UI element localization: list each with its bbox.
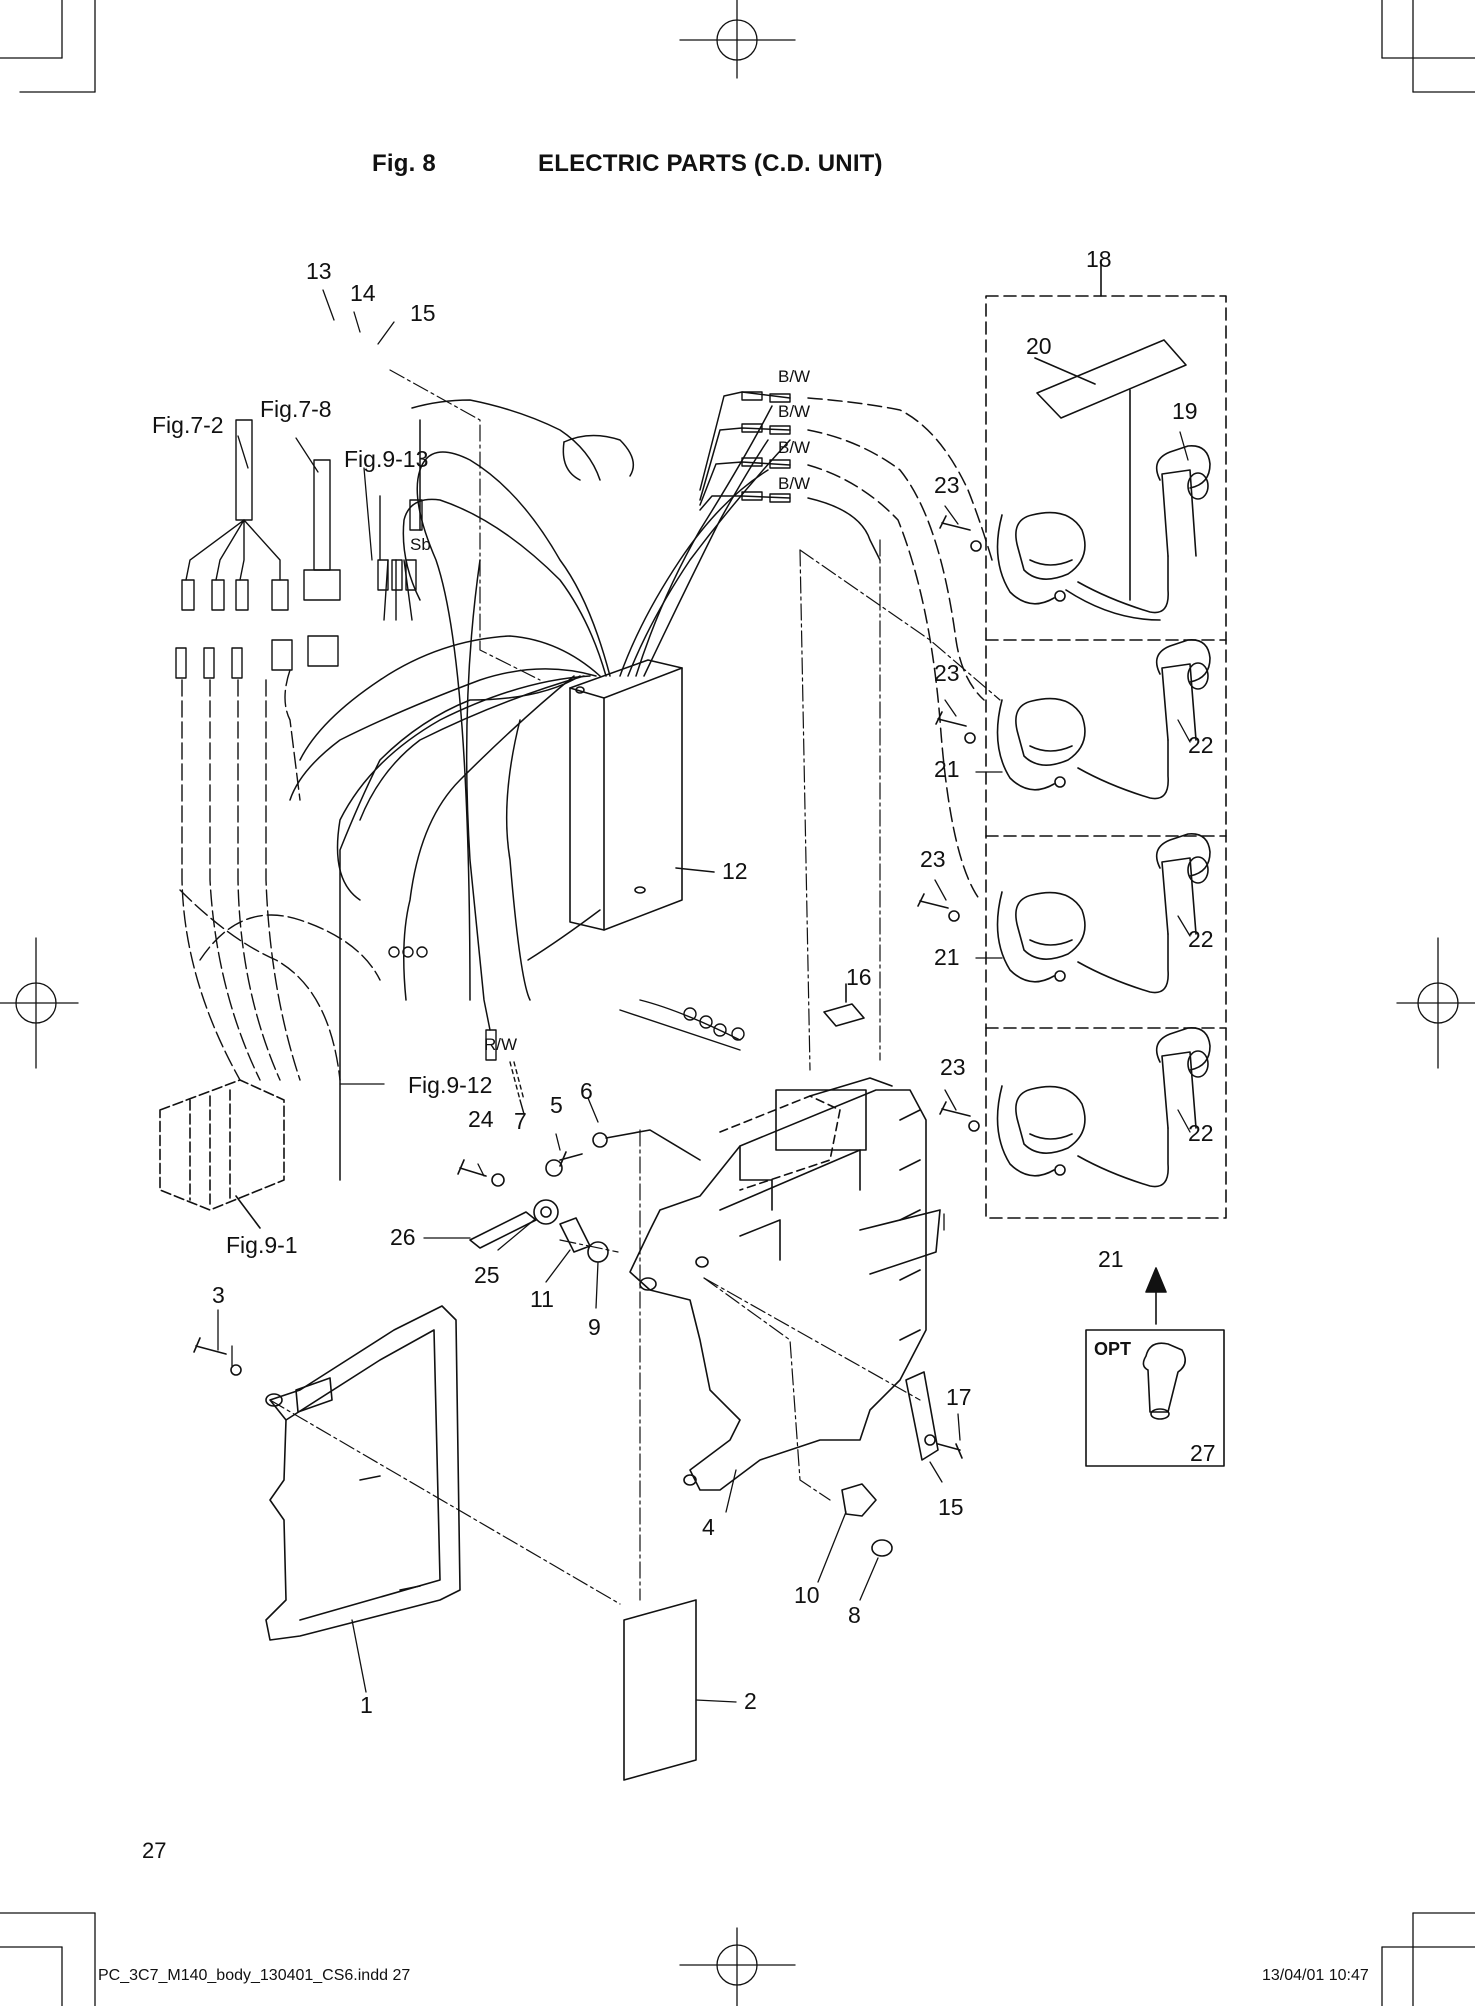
screws-lower — [193, 1337, 963, 1557]
wire-color-sb: Sb — [410, 535, 431, 554]
callout-11: 11 — [530, 1286, 554, 1312]
opt-label: OPT — [1094, 1339, 1132, 1359]
wire-harness — [289, 399, 791, 1181]
callout-21-c: 21 — [1098, 1246, 1124, 1272]
callout-9: 9 — [588, 1314, 601, 1340]
wire-color-bw-2: B/W — [778, 402, 811, 421]
left-connectors — [175, 419, 423, 679]
callout-22-c: 22 — [1188, 1120, 1214, 1146]
callout-21-b: 21 — [934, 944, 960, 970]
page-number: 27 — [142, 1838, 167, 1863]
bracket-4 — [629, 1077, 941, 1491]
spark-plug-cap-27 — [1142, 1342, 1186, 1420]
clip-16 — [823, 1003, 865, 1027]
callout-2: 2 — [744, 1688, 757, 1714]
callout-18: 18 — [1086, 246, 1112, 272]
leader-lines — [217, 289, 1191, 1703]
callout-15-b: 15 — [938, 1494, 964, 1520]
callout-27: 27 — [1190, 1440, 1216, 1466]
ignition-coil-3 — [996, 833, 1211, 994]
callout-5: 5 — [550, 1092, 563, 1118]
callout-13: 13 — [306, 258, 332, 284]
rectifier — [159, 1079, 285, 1211]
figure-number: Fig. 8 — [372, 150, 436, 177]
wire-color-bw-3: B/W — [778, 438, 811, 457]
assembly-lines — [269, 369, 1001, 1605]
callout-3: 3 — [212, 1282, 225, 1308]
callout-15: 15 — [410, 300, 436, 326]
figure-title: ELECTRIC PARTS (C.D. UNIT) — [538, 150, 883, 177]
left-harness-dashed — [179, 669, 381, 1081]
ignition-coil-1 — [996, 445, 1211, 621]
callout-14: 14 — [350, 280, 376, 306]
opt-box — [1085, 1329, 1225, 1467]
label-2 — [623, 1599, 697, 1781]
ignition-coil-4 — [996, 1027, 1211, 1188]
callout-17: 17 — [946, 1384, 972, 1410]
callout-4: 4 — [702, 1514, 715, 1540]
cd-unit-12 — [569, 659, 683, 931]
bw-connectors — [741, 391, 791, 503]
callout-22-b: 22 — [1188, 926, 1214, 952]
callout-22-a: 22 — [1188, 732, 1214, 758]
callout-16: 16 — [846, 964, 872, 990]
wire-color-rw: R/W — [484, 1035, 518, 1054]
callout-7: 7 — [514, 1108, 527, 1134]
small-parts — [457, 1129, 701, 1263]
wire-color-bw-4: B/W — [778, 474, 811, 493]
terminals — [388, 946, 745, 1115]
wire-color-bw-1: B/W — [778, 367, 811, 386]
callout-21-a: 21 — [934, 756, 960, 782]
ref-fig-7-2: Fig.7-2 — [152, 412, 224, 438]
callout-19: 19 — [1172, 398, 1198, 424]
callout-23-d: 23 — [940, 1054, 966, 1080]
cover-1 — [265, 1305, 461, 1641]
callout-1: 1 — [360, 1692, 373, 1718]
coil-screws — [917, 515, 982, 1132]
ref-fig-9-1: Fig.9-1 — [226, 1232, 298, 1258]
callout-23-a: 23 — [934, 472, 960, 498]
callout-12: 12 — [722, 858, 748, 884]
callout-25: 25 — [474, 1262, 500, 1288]
callout-20: 20 — [1026, 333, 1052, 359]
footer-file-slug: PC_3C7_M140_body_130401_CS6.indd 27 — [98, 1967, 411, 1984]
callout-8: 8 — [848, 1602, 861, 1628]
callout-23-c: 23 — [920, 846, 946, 872]
ref-fig-9-12: Fig.9-12 — [408, 1072, 493, 1098]
footer-date-slug: 13/04/01 10:47 — [1262, 1967, 1369, 1984]
ignition-coil-2 — [996, 639, 1211, 800]
callout-6: 6 — [580, 1078, 593, 1104]
callout-10: 10 — [794, 1582, 820, 1608]
ref-fig-7-8: Fig.7-8 — [260, 396, 332, 422]
callout-23-b: 23 — [934, 660, 960, 686]
label-20 — [1034, 339, 1187, 419]
ref-fig-9-13: Fig.9-13 — [344, 446, 429, 472]
callout-26: 26 — [390, 1224, 416, 1250]
coil-leads — [699, 391, 993, 901]
callout-24: 24 — [468, 1106, 494, 1132]
